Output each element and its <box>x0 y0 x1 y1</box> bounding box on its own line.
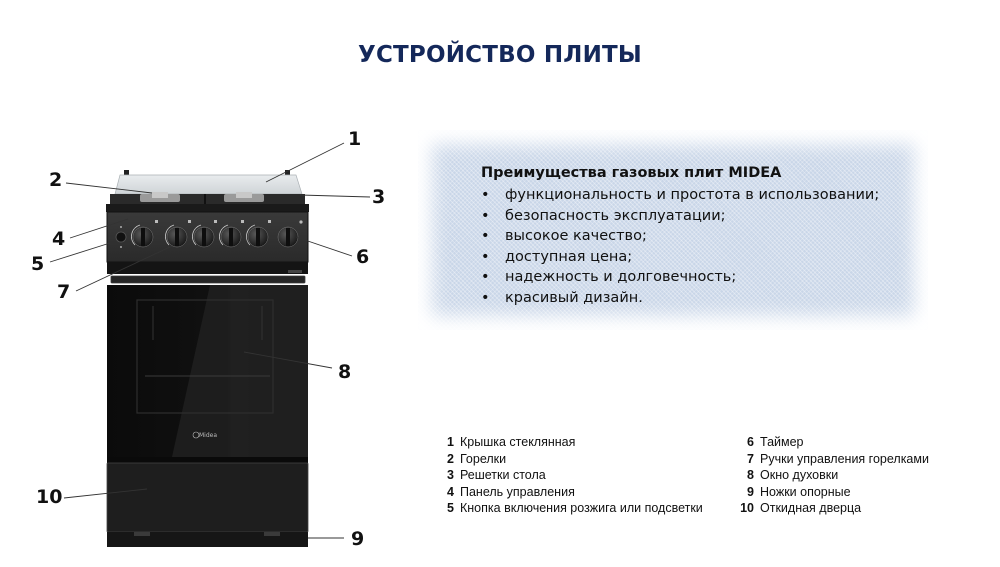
callout-3: 3 <box>372 186 386 208</box>
advantage-item: •функциональность и простота в использов… <box>481 185 879 206</box>
callout-1: 1 <box>348 128 362 150</box>
stove-illustration: Midea <box>49 142 371 547</box>
callout-2: 2 <box>49 169 63 191</box>
bullet-icon: • <box>481 248 490 265</box>
callout-10: 10 <box>36 486 63 508</box>
burners-and-grates <box>110 192 305 206</box>
bullet-icon: • <box>481 207 490 224</box>
bullet-icon: • <box>481 228 490 244</box>
drawer-door <box>106 462 309 533</box>
slide-title: УСТРОЙСТВО ПЛИТЫ <box>358 42 642 68</box>
burner-knobs <box>132 226 269 248</box>
advantage-item: •доступная цена; <box>481 247 879 268</box>
callout-5: 5 <box>31 253 45 275</box>
callout-9: 9 <box>351 528 365 550</box>
callout-lines <box>49 142 371 539</box>
advantage-item: •красивый дизайн. <box>481 288 879 309</box>
glass-lid <box>114 170 303 195</box>
callout-6: 6 <box>356 246 370 268</box>
callout-7: 7 <box>57 281 71 303</box>
advantage-item: •безопасность эксплуатации; <box>481 206 879 227</box>
advantage-item: •высокое качество; <box>481 226 879 247</box>
timer-knob <box>277 226 299 248</box>
advantage-item: •надежность и долговечность; <box>481 267 879 288</box>
control-panel <box>106 211 309 263</box>
advantages-title: Преимущества газовых плит MIDEA <box>481 165 782 181</box>
brand-logo: Midea <box>199 432 217 439</box>
bullet-icon: • <box>481 289 490 306</box>
bullet-icon: • <box>481 187 490 203</box>
oven-window: Midea <box>107 285 308 457</box>
advantages-list: •функциональность и простота в использов… <box>481 185 879 308</box>
stove-diagram: Midea 1 2 3 4 5 6 7 8 9 10 <box>0 0 400 563</box>
support-feet <box>107 532 308 547</box>
callout-8: 8 <box>338 361 352 383</box>
oven-handle <box>110 275 306 284</box>
callout-4: 4 <box>52 228 66 250</box>
bullet-icon: • <box>481 269 490 285</box>
advantages-panel <box>418 130 928 330</box>
ignition-button <box>115 231 127 243</box>
